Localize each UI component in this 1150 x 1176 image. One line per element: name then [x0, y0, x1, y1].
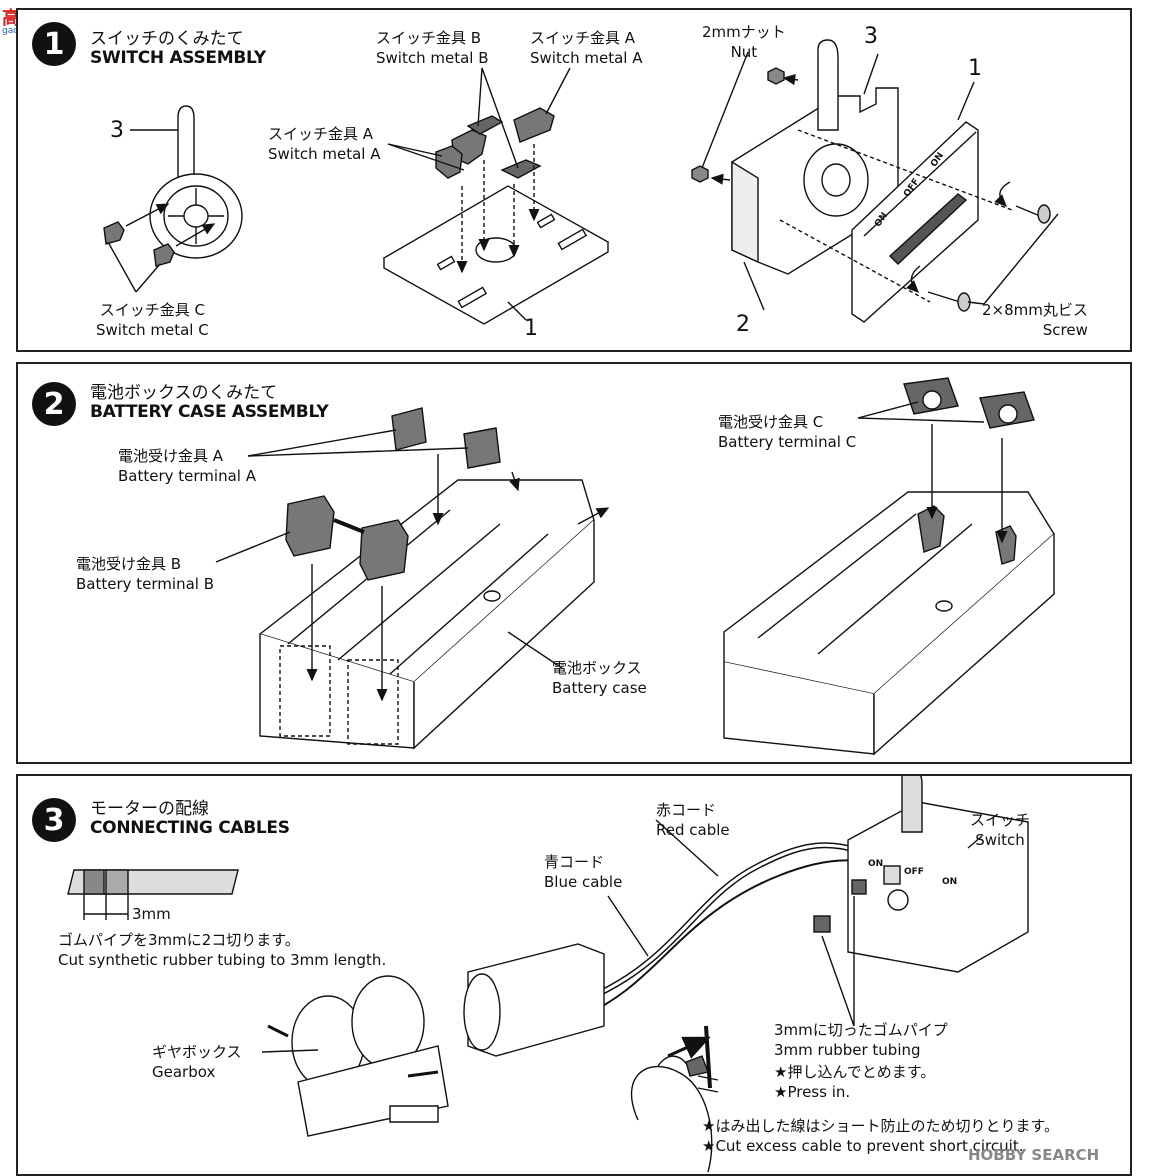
switch-metal-b-label: スイッチ金具 B Switch metal B: [376, 29, 489, 67]
step1-title-en: SWITCH ASSEMBLY: [90, 48, 266, 68]
step2-number: 2: [32, 382, 76, 426]
part-3-left-label: 3: [110, 118, 124, 143]
switch-assembly-drawing: [103, 39, 1059, 325]
press-in-note: ★押し込んでとめます。 ★Press in.: [774, 1063, 936, 1101]
step3-number: 3: [32, 798, 76, 842]
watermark-hobby-search: HOBBY SEARCH: [968, 1146, 1100, 1164]
screw-label: 2×8mm丸ビス Screw: [982, 301, 1088, 339]
tube-measure-label: 3mm: [132, 905, 171, 923]
switch-metal-c-label: スイッチ金具 C Switch metal C: [96, 301, 209, 339]
battery-case-label: 電池ボックス Battery case: [552, 659, 647, 697]
switch-label: スイッチ Switch: [970, 811, 1031, 849]
switch-base-plate-part-1: [382, 185, 610, 325]
step2-panel: 2 電池ボックスのくみたて BATTERY CASE ASSEMBLY 電池受け…: [16, 362, 1132, 764]
part-3-right-label: 3: [864, 24, 878, 49]
step2-title-jp: 電池ボックスのくみたて: [90, 383, 278, 403]
step1-title-jp: スイッチのくみたて: [90, 29, 244, 49]
switch-metal-a-top-label: スイッチ金具 A Switch metal A: [530, 29, 643, 67]
cable-connection-drawing: [67, 776, 1029, 1173]
step3-title-en: CONNECTING CABLES: [90, 818, 290, 838]
blue-cable-label: 青コード Blue cable: [544, 853, 623, 891]
switch-metal-a-mid-label: スイッチ金具 A Switch metal A: [268, 125, 381, 163]
switch-unit: [847, 776, 1029, 973]
battery-case-left: [258, 479, 595, 750]
part-1-mid-label: 1: [524, 316, 538, 341]
gearbox-motor: [267, 943, 605, 1137]
rubber-tubing-strip: [67, 869, 239, 920]
battery-case-right: [723, 491, 1055, 756]
battery-case-drawing: [215, 377, 1055, 756]
step2-title-en: BATTERY CASE ASSEMBLY: [90, 402, 329, 422]
rubber-tubing-label: 3mmに切ったゴムパイプ 3mm rubber tubing: [774, 1021, 948, 1059]
gearbox-label: ギヤボックス Gearbox: [152, 1043, 242, 1081]
terminal-c-label: 電池受け金具 C Battery terminal C: [718, 413, 857, 451]
nut-label: 2mmナット Nut: [702, 23, 786, 61]
step3-title-jp: モーターの配線: [90, 799, 209, 819]
switch-on-left-mark: ON: [868, 859, 884, 869]
terminal-a-label: 電池受け金具 A Battery terminal A: [118, 447, 256, 485]
part-2-right-label: 2: [736, 312, 750, 337]
part-1-right-label: 1: [968, 56, 982, 81]
terminal-b-label: 電池受け金具 B Battery terminal B: [76, 555, 215, 593]
step1-panel: 1 スイッチのくみたて SWITCH ASSEMBLY 3 スイッチ金具 C S…: [16, 8, 1132, 352]
cut-cable-note: ★はみ出した線はショート防止のため切りとります。 ★Cut excess cab…: [702, 1117, 1059, 1155]
step1-number: 1: [32, 22, 76, 66]
switch-on-right-mark: ON: [942, 877, 958, 887]
step3-panel: 3 モーターの配線 CONNECTING CABLES 3mm ゴムパイプを3m…: [16, 774, 1132, 1176]
switch-cover-plate-part-1: [851, 121, 979, 323]
rotor-part-3: [149, 105, 243, 259]
tube-note-label: ゴムパイプを3mmに2コ切ります。 Cut synthetic rubber t…: [58, 931, 387, 969]
switch-off-mark: OFF: [904, 867, 924, 877]
red-cable-label: 赤コード Red cable: [656, 801, 730, 839]
